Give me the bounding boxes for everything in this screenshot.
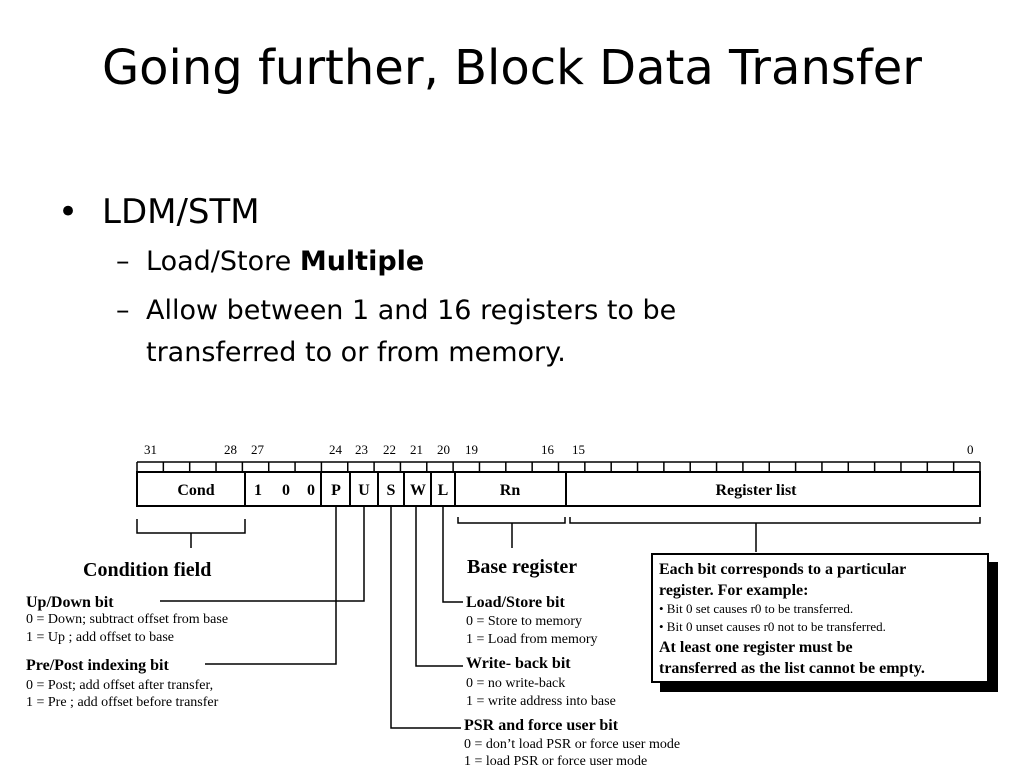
bullet-dot: • (58, 192, 79, 232)
label-psr-0: 0 = don’t load PSR or force user mode (464, 737, 680, 752)
label-psr-1: 1 = load PSR or force user mode (464, 754, 647, 768)
callout-line-5: At least one register must be (659, 639, 853, 656)
field-cond: Cond (177, 482, 214, 499)
instruction-word-box (136, 471, 981, 507)
callout-line-4: • Bit 0 unset causes r0 not to be transf… (659, 619, 886, 634)
bit-numbers: 31 28 27 24 23 22 21 20 19 16 15 0 (144, 442, 974, 457)
bullet-list: • LDM/STM – Load/Store Multiple – Allow … (58, 190, 786, 374)
bit-number-20: 20 (437, 442, 450, 457)
register-list-callout: Each bit corresponds to a particular reg… (651, 553, 998, 692)
field-fixed-bit: 0 (307, 482, 315, 499)
label-up-down-1: 1 = Up ; add offset to base (26, 630, 174, 645)
bit-number-15: 15 (572, 442, 585, 457)
bit-number-23: 23 (355, 442, 368, 457)
callout-line-6: transferred as the list cannot be empty. (659, 660, 925, 677)
label-psr-title: PSR and force user bit (464, 717, 619, 734)
sub-bullet-text-line1: Allow between 1 and 16 registers to be (146, 295, 677, 326)
slide-title: Going further, Block Data Transfer (101, 40, 923, 96)
leader-load-store (442, 506, 463, 603)
sub-bullet-text-line2: transferred to or from memory. (146, 337, 566, 368)
leader-pre-post (205, 506, 337, 665)
callout-box (651, 553, 989, 683)
bit-number-16: 16 (541, 442, 555, 457)
sub-bullet-dash: – (116, 246, 130, 277)
bit-number-31: 31 (144, 442, 157, 457)
braces (136, 517, 981, 552)
leader-up-down (160, 506, 365, 602)
label-pre-post-1: 1 = Pre ; add offset before transfer (26, 695, 219, 710)
bit-number-28: 28 (224, 442, 237, 457)
bit-ticks (136, 461, 981, 472)
label-up-down-0: 0 = Down; subtract offset from base (26, 612, 228, 627)
leader-lines (160, 506, 463, 729)
label-pre-post-0: 0 = Post; add offset after transfer, (26, 678, 213, 693)
bit-number-22: 22 (383, 442, 396, 457)
label-load-store-title: Load/Store bit (466, 594, 566, 611)
leader-write-back (415, 506, 463, 667)
label-base-register: Base register (467, 556, 577, 578)
label-pre-post-title: Pre/Post indexing bit (26, 657, 169, 674)
label-up-down-title: Up/Down bit (26, 594, 114, 611)
bit-number-0: 0 (967, 442, 974, 457)
brace-base-register (457, 517, 566, 548)
bit-number-27: 27 (251, 442, 265, 457)
sub-bullet-dash: – (116, 295, 130, 326)
field-s: S (387, 482, 396, 499)
field-fixed-bit: 0 (282, 482, 290, 499)
field-w: W (410, 482, 426, 499)
label-write-back-1: 1 = write address into base (466, 694, 616, 709)
bullet-text: LDM/STM (102, 192, 260, 232)
callout-line-2: register. For example: (659, 582, 808, 599)
label-write-back-0: 0 = no write-back (466, 676, 565, 691)
callout-line-3: • Bit 0 set causes r0 to be transferred. (659, 601, 853, 616)
field-u: U (358, 482, 370, 499)
field-fixed-bit: 1 (254, 482, 262, 499)
brace-register-list (569, 517, 981, 552)
label-load-store-1: 1 = Load from memory (466, 632, 598, 647)
field-rn: Rn (500, 482, 521, 499)
field-register-list: Register list (715, 482, 797, 499)
bit-number-19: 19 (465, 442, 478, 457)
sub-bullet-allow: – Allow between 1 and 16 registers to be… (58, 290, 786, 374)
label-load-store-0: 0 = Store to memory (466, 614, 582, 629)
field-p: P (331, 482, 341, 499)
label-condition-field: Condition field (83, 559, 211, 581)
sub-bullet-bold-text: Multiple (299, 246, 425, 277)
field-labels: Cond 1 0 0 P U S W L Rn Register list (177, 482, 797, 499)
bit-number-21: 21 (410, 442, 423, 457)
leader-psr (390, 506, 461, 729)
field-l: L (438, 482, 449, 499)
callout-line-1: Each bit corresponds to a particular (659, 561, 906, 578)
sub-bullet-load-store: – Load/Store Multiple (58, 240, 786, 284)
brace-condition (136, 519, 246, 548)
bullet-ldm-stm: • LDM/STM (58, 190, 786, 234)
label-write-back-title: Write- back bit (466, 655, 571, 672)
word-outline (136, 471, 981, 507)
bit-number-24: 24 (329, 442, 343, 457)
sub-bullet-text: Load/Store (146, 246, 300, 277)
